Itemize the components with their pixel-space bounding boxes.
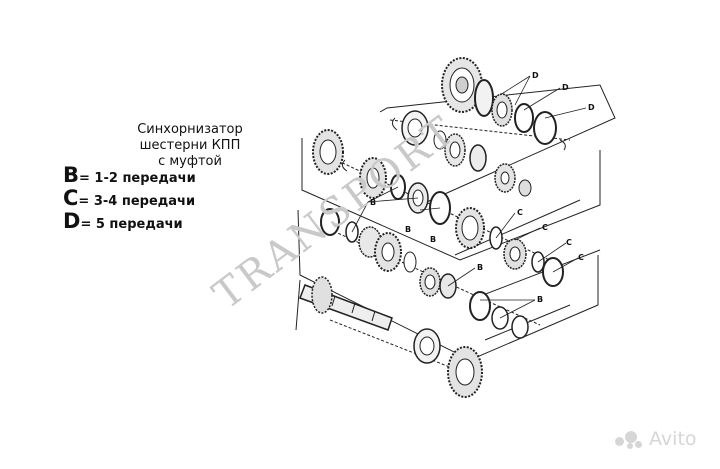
callout-c-3: C — [566, 238, 572, 247]
hub-lower — [403, 251, 417, 273]
gear-middle-2 — [359, 157, 387, 199]
panel-frame-middle — [301, 138, 601, 261]
synchro-ring-b-lower-3 — [469, 291, 491, 321]
callout-c-2: C — [542, 223, 548, 232]
avito-dots-icon — [615, 430, 643, 449]
gear-5th-large — [441, 57, 483, 113]
legend-letter-b: B — [63, 163, 80, 187]
title-line-1: Синхорнизатор шестерни КПП — [137, 122, 243, 153]
gear-middle-large — [312, 129, 344, 175]
callout-b-5: B — [537, 295, 543, 304]
legend-text-b: = 1-2 передачи — [79, 171, 196, 186]
callout-b-3: B — [430, 235, 436, 244]
legend-letter-d: D — [63, 209, 81, 233]
sleeve-3-4 — [503, 238, 527, 270]
snap-ring — [559, 139, 566, 151]
gear-3rd — [455, 207, 485, 249]
callout-d-3: D — [588, 103, 595, 112]
legend-text-d: = 5 передачи — [80, 217, 183, 232]
sleeve-5th — [491, 93, 513, 127]
gear-upper-pair — [469, 144, 487, 172]
callout-c-4: C — [578, 253, 584, 262]
callout-b-1: B — [370, 198, 376, 207]
callout-c-1: C — [517, 208, 523, 217]
panel-frame-upper — [379, 84, 616, 206]
gear-output-large — [447, 346, 483, 398]
avito-wordmark: Avito — [649, 428, 697, 450]
legend-letter-c: C — [63, 186, 79, 210]
gear-lower-large — [374, 232, 402, 272]
callout-b-2: B — [405, 225, 411, 234]
bearing-upper — [401, 110, 429, 146]
synchro-ring-5th — [474, 79, 494, 117]
legend-item-b: B= 1-2 передачи — [63, 163, 196, 187]
bearing-small — [433, 130, 447, 150]
callout-d-1: D — [532, 71, 539, 80]
legend-text-c: = 3-4 передачи — [78, 194, 196, 209]
legend-item-d: D= 5 передачи — [63, 209, 183, 233]
gear-upper-small — [444, 133, 466, 167]
snap-ring — [341, 159, 348, 172]
blocker-ring-5th — [533, 111, 557, 145]
bearing-lower — [413, 328, 441, 364]
blocker-ring-b-lower — [511, 315, 529, 339]
callout-leaders — [351, 75, 587, 319]
frame-line — [469, 249, 601, 301]
axis-line-shaft — [329, 319, 471, 376]
shaft-gear-teeth — [311, 276, 333, 314]
diagram-title: Синхорнизатор шестерни КПП с муфтой — [115, 122, 265, 170]
title-line-2: с муфтой — [158, 154, 222, 169]
gear-upper-hub — [494, 163, 516, 193]
sleeve-1-2 — [419, 267, 441, 297]
nut-upper — [518, 179, 532, 197]
frame-line — [295, 279, 301, 331]
legend-item-c: C= 3-4 передачи — [63, 186, 195, 210]
snap-ring — [391, 117, 398, 131]
callout-b-4: B — [477, 263, 483, 272]
avito-logo: Avito — [615, 428, 697, 450]
callout-d-2: D — [562, 83, 569, 92]
synchro-ring-b-lower-1 — [320, 208, 340, 236]
synchro-ring-5th-outer — [514, 103, 534, 133]
